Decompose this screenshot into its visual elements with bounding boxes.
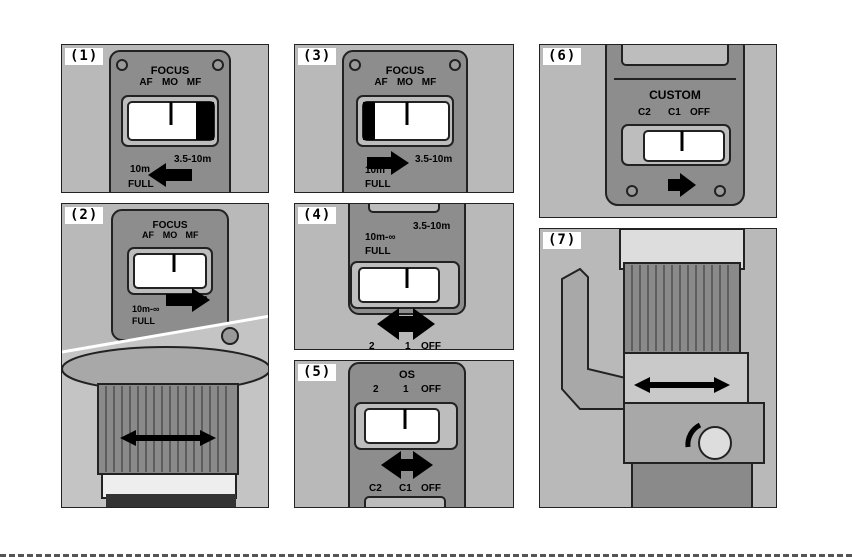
knob: [699, 427, 731, 459]
svg-text:10m: 10m: [365, 165, 385, 176]
svg-text:MF: MF: [422, 77, 436, 88]
tripod-collar-illustration: [540, 229, 777, 508]
focus-title: FOCUS: [151, 65, 190, 77]
step-number: (2): [65, 207, 103, 224]
svg-text:OFF: OFF: [421, 483, 441, 494]
svg-text:C2: C2: [638, 107, 651, 118]
svg-text:3.5-10m: 3.5-10m: [413, 221, 450, 232]
svg-text:OFF: OFF: [421, 384, 441, 395]
os-switch-illustration: 3.5-10m 10m-∞ FULL 2 1 OFF: [295, 204, 514, 350]
svg-text:MO: MO: [397, 77, 413, 88]
panel-step-1: (1) FOCUS AF MO MF 10m 3.5-10m FULL: [61, 44, 269, 193]
svg-text:3.5-10m: 3.5-10m: [174, 293, 208, 303]
svg-text:MO: MO: [163, 230, 178, 240]
svg-text:AF: AF: [142, 230, 154, 240]
step-number: (6): [543, 48, 581, 65]
far-range-label: 10m: [130, 164, 150, 175]
svg-text:3.5-10m: 3.5-10m: [415, 154, 452, 165]
mf-label: MF: [187, 77, 201, 88]
svg-text:1: 1: [403, 384, 409, 395]
panel-step-6: (6) CUSTOM C2 C1 OFF: [539, 44, 777, 218]
svg-text:2: 2: [373, 384, 379, 395]
step-number: (3): [298, 48, 336, 65]
panel-step-5: (5) OS 2 1 OFF C2 C1 OFF: [294, 360, 514, 508]
custom-title: CUSTOM: [649, 88, 701, 102]
lens-zoom-illustration: FOCUS AF MO MF 10m-∞ 3.5-10m FULL: [62, 204, 269, 508]
os-switch-illustration: OS 2 1 OFF C2 C1 OFF: [295, 361, 514, 508]
svg-text:10m-∞: 10m-∞: [365, 232, 395, 243]
svg-text:C1: C1: [399, 483, 412, 494]
svg-text:C1: C1: [668, 107, 681, 118]
focus-switch-illustration: FOCUS AF MO MF 10m 3.5-10m FULL: [295, 45, 514, 193]
svg-text:2: 2: [369, 341, 375, 350]
svg-text:OFF: OFF: [421, 341, 441, 350]
full-label: FULL: [128, 179, 154, 190]
panel-step-3: (3) FOCUS AF MO MF 10m 3.5-10m FULL: [294, 44, 514, 193]
svg-text:AF: AF: [374, 77, 387, 88]
svg-text:FOCUS: FOCUS: [386, 65, 425, 77]
svg-text:OFF: OFF: [690, 107, 710, 118]
svg-text:C2: C2: [369, 483, 382, 494]
focus-switch-illustration: FOCUS AF MO MF 10m 3.5-10m FULL: [62, 45, 269, 193]
step-number: (1): [65, 48, 103, 65]
step-number: (7): [543, 232, 581, 249]
svg-text:10m-∞: 10m-∞: [132, 304, 160, 314]
svg-text:1: 1: [405, 341, 411, 350]
svg-text:FULL: FULL: [365, 246, 391, 257]
tripod-foot: [562, 269, 630, 409]
mo-label: MO: [162, 77, 178, 88]
step-number: (5): [298, 364, 336, 381]
svg-text:FULL: FULL: [132, 316, 155, 326]
panel-step-2: (2) FOCUS AF MO MF 10m-∞ 3.5-10m FULL: [61, 203, 269, 508]
step-number: (4): [298, 207, 336, 224]
panel-step-4: (4) 3.5-10m 10m-∞ FULL 2 1 OFF: [294, 203, 514, 350]
near-range-label: 3.5-10m: [174, 154, 211, 165]
af-label: AF: [139, 77, 152, 88]
os-title: OS: [399, 369, 415, 381]
custom-switch-illustration: CUSTOM C2 C1 OFF: [540, 45, 777, 218]
panel-step-7: (7): [539, 228, 777, 508]
svg-text:MF: MF: [186, 230, 199, 240]
svg-text:FULL: FULL: [365, 179, 391, 190]
